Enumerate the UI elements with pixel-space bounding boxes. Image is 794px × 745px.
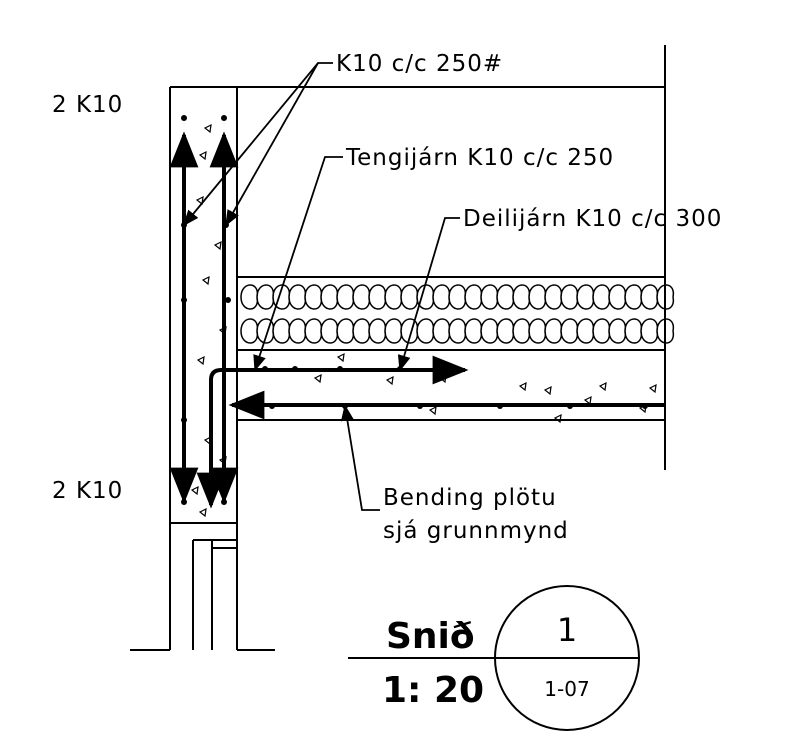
- aggregate-mark: [336, 352, 345, 363]
- aggregate-mark: [598, 381, 607, 392]
- aggregate-mark: [190, 485, 199, 496]
- tie-bars-label: Tengijárn K10 c/c 250: [345, 145, 614, 171]
- section-number: 1: [557, 611, 577, 649]
- slab-bending-label-1: Bending plötu: [383, 485, 557, 511]
- tie-bar: [196, 355, 469, 509]
- aggregate-mark: [385, 375, 394, 386]
- aggregate-mark: [543, 385, 552, 396]
- aggregate-mark: [218, 455, 227, 466]
- aggregate-mark: [583, 395, 592, 406]
- aggregate-mark: [198, 507, 207, 518]
- section-title: Snið: [386, 616, 475, 657]
- wall-rebar: [169, 131, 239, 504]
- aggregate-mark: [553, 413, 562, 424]
- aggregate-mark: [313, 373, 322, 384]
- upper-structure: [237, 45, 666, 470]
- slab-bending-label-2: sjá grunnmynd: [383, 518, 569, 544]
- aggregate-mark: [203, 435, 212, 446]
- aggregate-mark: [518, 381, 527, 392]
- aggregate-mark: [213, 240, 222, 251]
- top-rebar-count-label: 2 K10: [52, 92, 123, 118]
- aggregate-mark: [220, 155, 229, 166]
- leader-lines: [182, 62, 460, 511]
- aggregate-mark: [198, 150, 207, 161]
- aggregate-mark: [203, 123, 212, 134]
- aggregate-mark: [218, 325, 227, 336]
- scale-label: 1: 20: [382, 670, 484, 711]
- distribution-bars-label: Deilijárn K10 c/c 300: [463, 206, 722, 232]
- insulation: [237, 276, 674, 351]
- aggregate-mark: [438, 373, 447, 384]
- aggregate-mark: [196, 355, 205, 366]
- bottom-rebar-count-label: 2 K10: [52, 478, 123, 504]
- wall-rebar-label: K10 c/c 250#: [336, 51, 503, 77]
- sheet-reference: 1-07: [544, 677, 589, 701]
- aggregate-mark: [428, 405, 437, 416]
- aggregate-mark: [648, 383, 657, 394]
- aggregate-mark: [638, 403, 647, 414]
- aggregate-mark: [201, 275, 210, 286]
- concrete-hatch: [190, 123, 657, 518]
- aggregate-mark: [195, 195, 204, 206]
- title-block: [348, 585, 640, 731]
